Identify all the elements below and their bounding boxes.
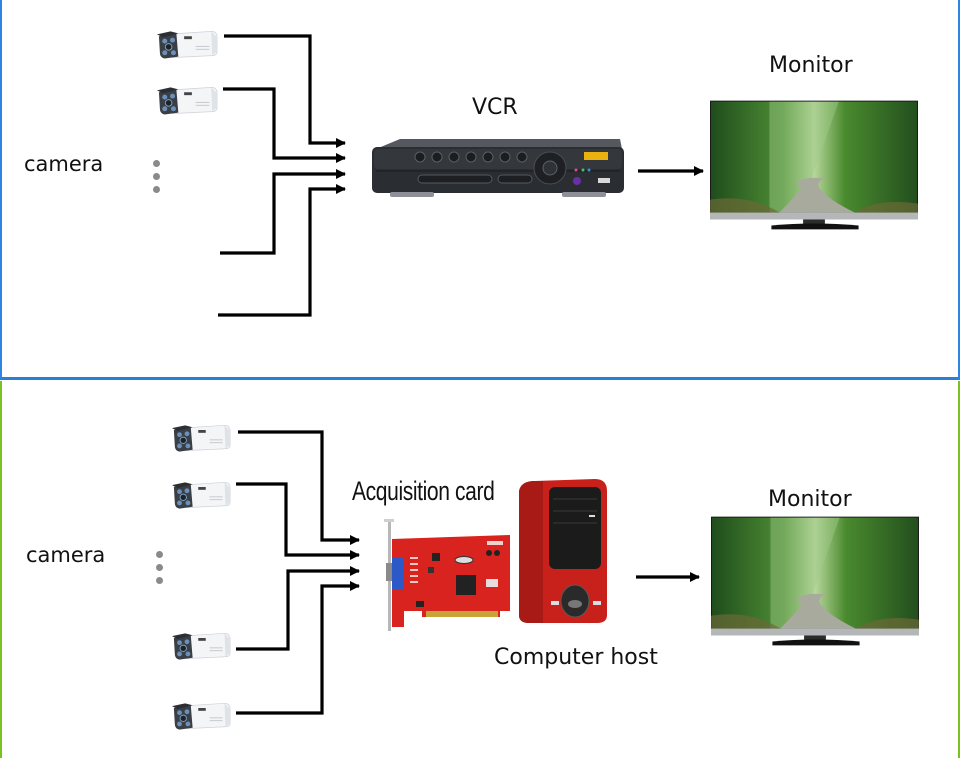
- tv-monitor-icon: [711, 516, 919, 650]
- vertical-ellipsis-icon: [153, 160, 161, 199]
- computer-host-label: Computer host: [494, 645, 658, 670]
- camera-label-bottom: camera: [26, 543, 106, 567]
- wire-bottom-1: [238, 430, 360, 545]
- wire-top-1: [224, 34, 346, 148]
- camera-label-top: camera: [24, 152, 104, 176]
- acquisition-card-label: Acquisition card: [352, 476, 495, 506]
- pc-tower-icon: [519, 479, 607, 623]
- wire-bottom-2: [236, 482, 360, 560]
- vcr-label: VCR: [472, 95, 518, 120]
- monitor-label-top: Monitor: [769, 53, 853, 78]
- wire-top-3: [220, 169, 346, 255]
- capture-card-icon: [384, 519, 510, 631]
- dvr-recorder-icon: [372, 139, 624, 197]
- vertical-ellipsis-icon: [156, 551, 164, 590]
- wire-top-4: [218, 184, 346, 317]
- tv-monitor-icon: [710, 100, 918, 234]
- wire-bottom-3: [236, 566, 360, 651]
- monitor-label-bottom: Monitor: [768, 487, 852, 512]
- wire-top-2: [223, 87, 346, 163]
- wire-bottom-4: [236, 581, 360, 715]
